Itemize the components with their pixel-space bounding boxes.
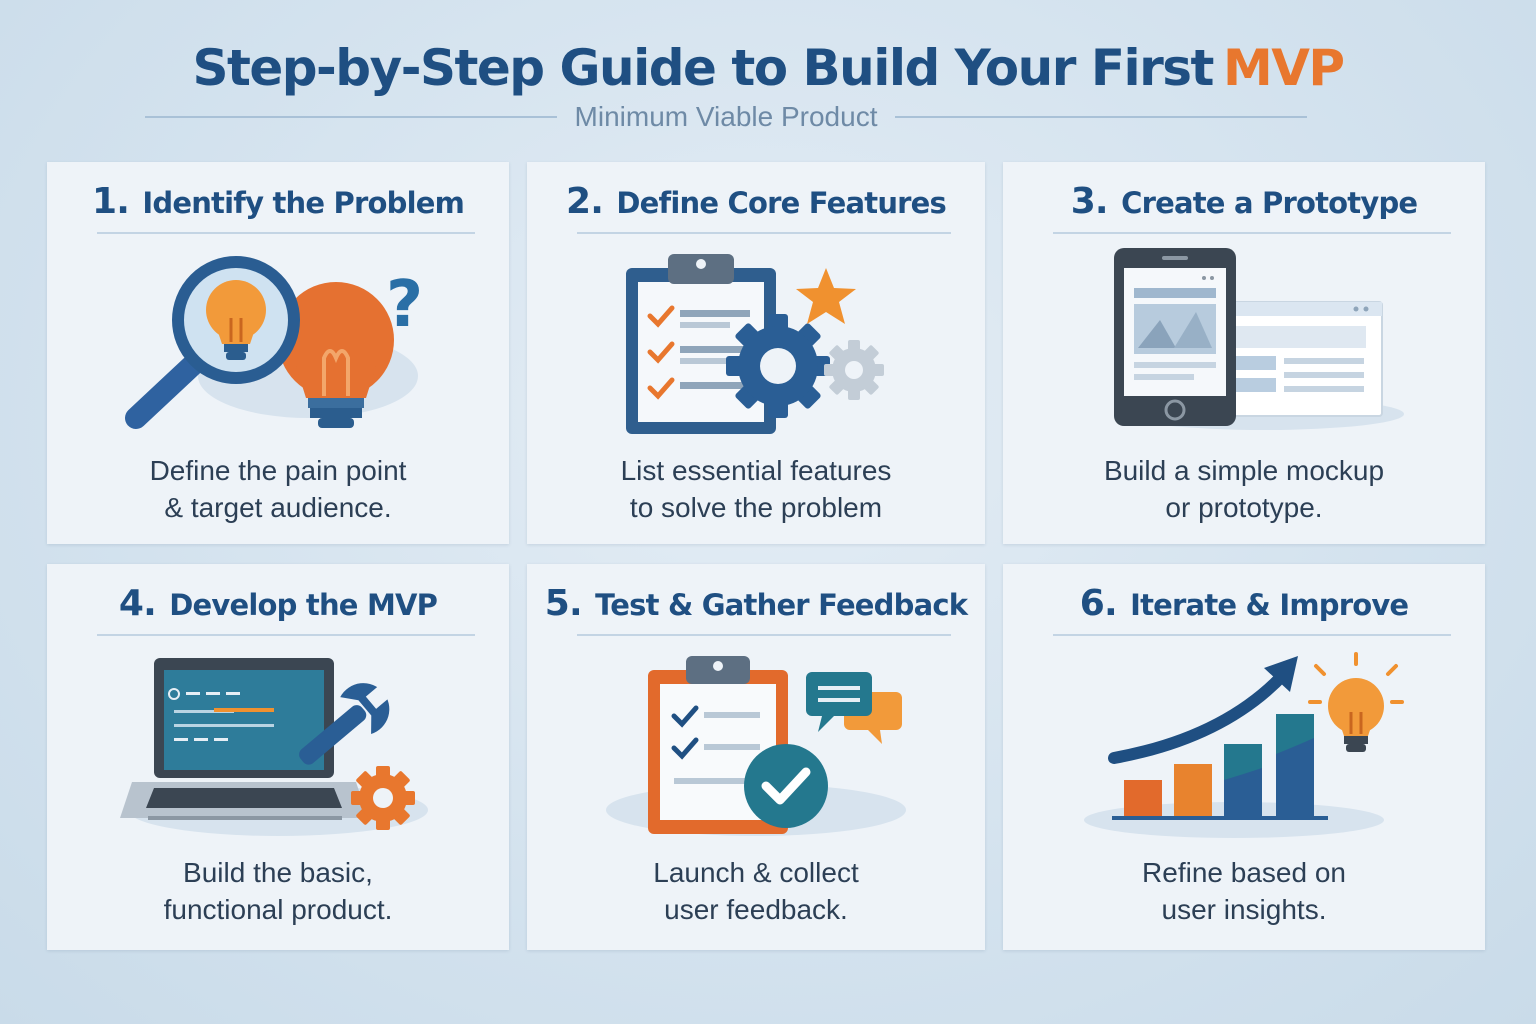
step-description-line: List essential features [620, 455, 892, 486]
step-card-1: 1. Identify the Problem ? Define the pai… [47, 162, 509, 544]
step-description-line: user feedback. [664, 894, 848, 925]
step-title-text: Identify the Problem [142, 186, 465, 220]
step-title: 3. Create a Prototype [1003, 178, 1485, 227]
step-number: 2. [565, 181, 604, 222]
tablet-wireframe-icon [1114, 248, 1404, 430]
step-description: Build the basic, functional product. [47, 854, 509, 928]
step-description-line: or prototype. [1165, 492, 1323, 523]
feedback-checkmark-icon [606, 656, 906, 836]
magnifier-lightbulb-icon: ? [125, 256, 423, 429]
step-description: Refine based on user insights. [1003, 854, 1485, 928]
step-card-2: 2. Define Core Features [527, 162, 985, 544]
step-description: Define the pain point & target audience. [47, 452, 509, 526]
step-description-line: functional product. [163, 894, 393, 925]
step-title-text: Iterate & Improve [1130, 588, 1409, 622]
page-subtitle: Minimum Viable Product [574, 101, 878, 132]
step-title-text: Create a Prototype [1121, 186, 1418, 220]
step-title-text: Develop the MVP [169, 588, 438, 622]
step-title-text: Define Core Features [616, 186, 946, 220]
step-description: Launch & collect user feedback. [527, 854, 985, 928]
step-description-line: & target audience. [164, 492, 392, 523]
step-divider [577, 634, 951, 636]
title-accent: MVP [1222, 39, 1345, 97]
subtitle-rule-right [895, 116, 1308, 118]
laptop-wrench-icon [120, 658, 428, 836]
svg-text:?: ? [386, 268, 423, 342]
step-description-line: to solve the problem [629, 492, 883, 523]
step-title: 5. Test & Gather Feedback [527, 580, 985, 629]
step-card-4: 4. Develop the MVP [47, 564, 509, 950]
step-description-line: Build a simple mockup [1103, 455, 1385, 486]
step-divider [577, 232, 951, 234]
step-description: List essential features to solve the pro… [527, 452, 985, 526]
step-number: 3. [1070, 181, 1109, 222]
title-main: Step-by-Step Guide to Build Your First [192, 39, 1214, 97]
step-card-3: 3. Create a Prototype Build a simple moc… [1003, 162, 1485, 544]
step-description-line: Refine based on [1142, 857, 1346, 888]
subtitle-rule-left [145, 116, 557, 118]
step-card-5: 5. Test & Gather Feedback Launch & colle… [527, 564, 985, 950]
step-divider [97, 634, 475, 636]
step-title: 6. Iterate & Improve [1003, 580, 1485, 629]
step-title-text: Test & Gather Feedback [595, 588, 968, 622]
step-number: 4. [118, 583, 157, 624]
step-description-line: Build the basic, [183, 857, 373, 888]
step-number: 5. [544, 583, 583, 624]
step-number: 6. [1079, 583, 1118, 624]
step-title: 4. Develop the MVP [47, 580, 509, 629]
step-description: Build a simple mockup or prototype. [1003, 452, 1485, 526]
checklist-gear-icon [626, 254, 884, 434]
growth-chart-icon [1084, 652, 1404, 838]
step-divider [97, 232, 475, 234]
step-description-line: user insights. [1161, 894, 1327, 925]
step-description-line: Launch & collect [653, 857, 859, 888]
subtitle-row: Minimum Viable Product [145, 100, 1308, 134]
step-number: 1. [91, 181, 130, 222]
step-description-line: Define the pain point [149, 455, 407, 486]
step-divider [1053, 232, 1451, 234]
step-title: 1. Identify the Problem [47, 178, 509, 227]
step-card-6: 6. Iterate & Improve Refine based on use… [1003, 564, 1485, 950]
step-title: 2. Define Core Features [527, 178, 985, 227]
step-divider [1053, 634, 1451, 636]
